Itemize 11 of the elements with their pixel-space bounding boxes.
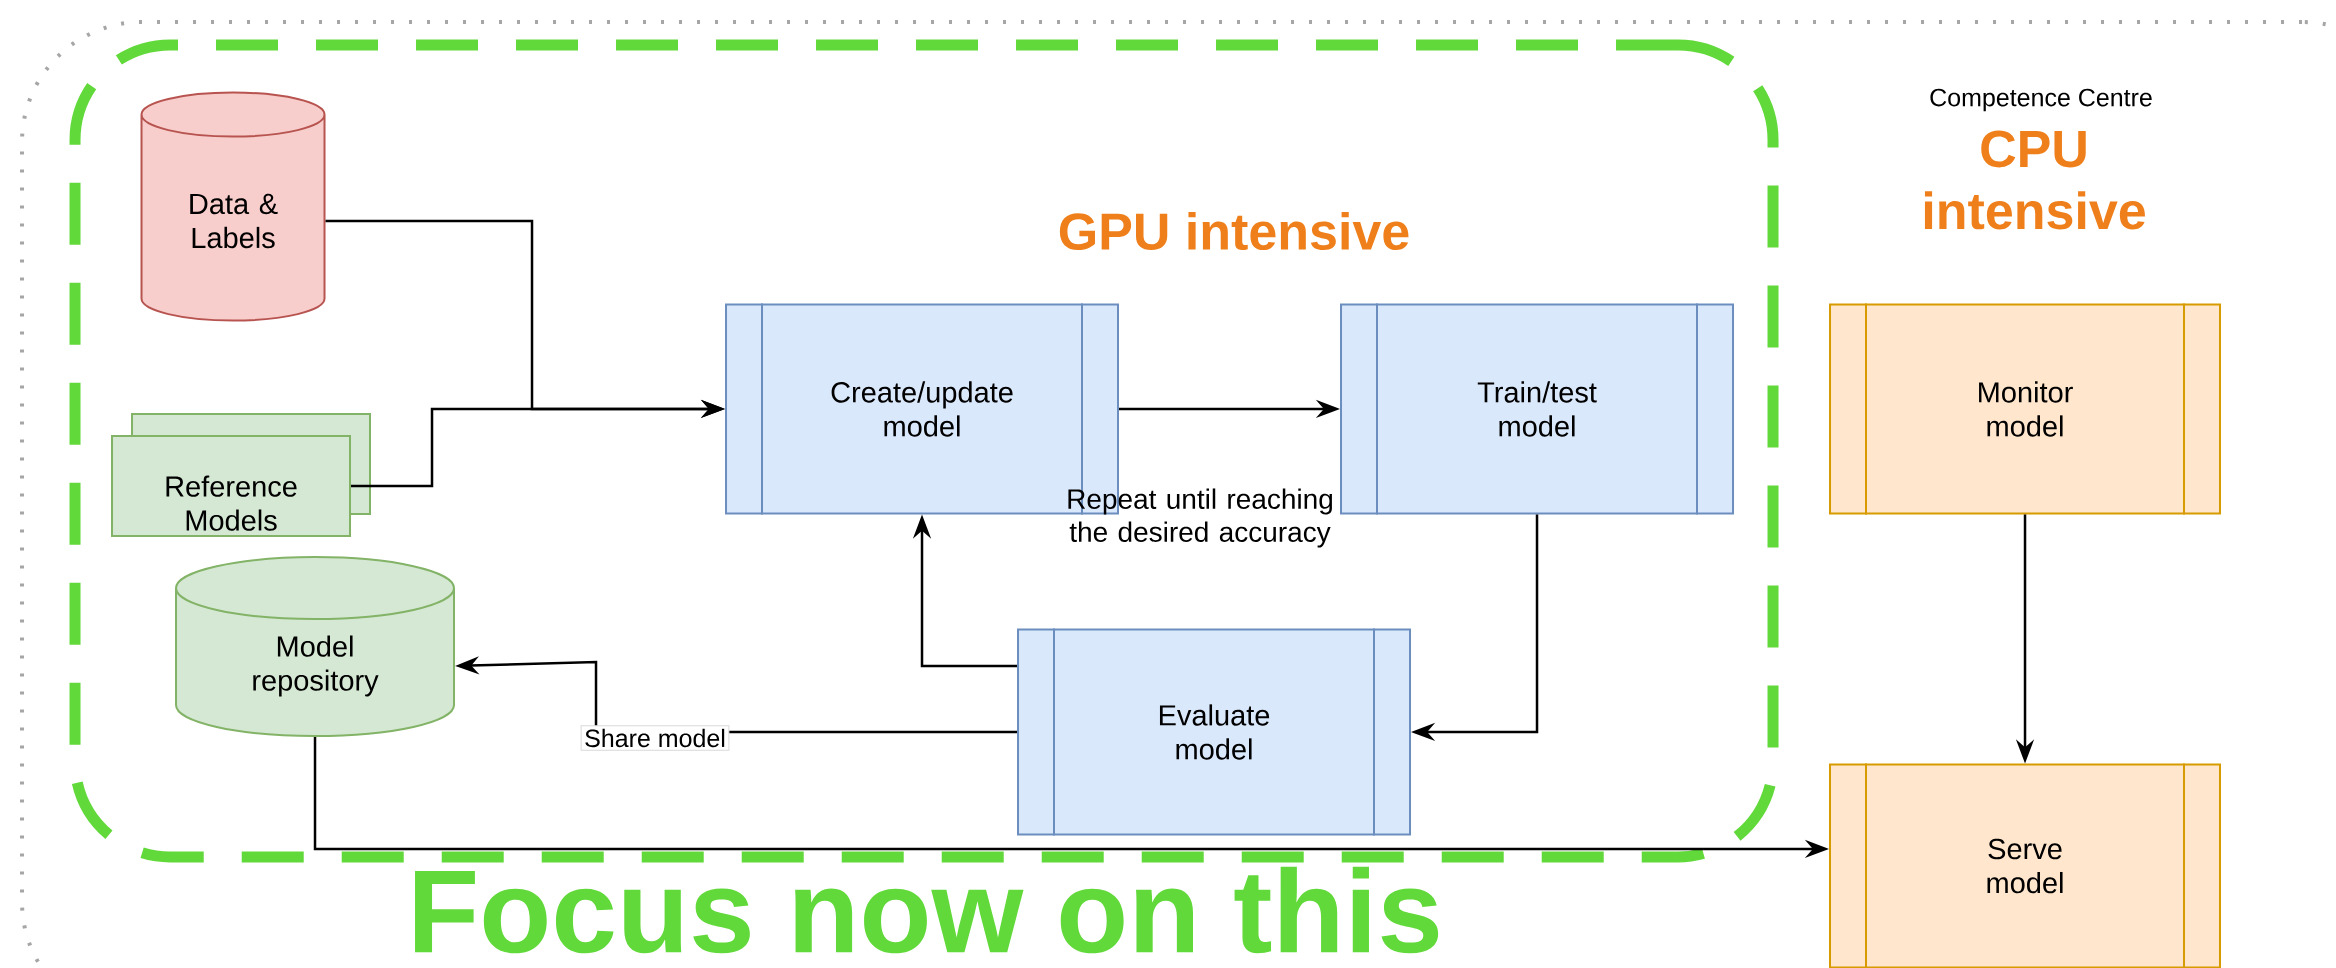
edge-label: Share model xyxy=(580,725,730,751)
process-box: Serve model xyxy=(1829,762,2221,968)
note-text: Repeat until reaching the desired accuracy xyxy=(1068,488,1332,548)
database-cylinder: Model repository xyxy=(175,556,455,738)
process-box: Evaluate model xyxy=(1017,627,1411,837)
process-box: Monitor model xyxy=(1829,302,2221,516)
heading-text: CPU intensive xyxy=(1924,130,2145,230)
process-box: Train/test model xyxy=(1340,302,1734,516)
database-cylinder: Data & Labels xyxy=(140,91,326,322)
document-stack: Reference Models xyxy=(111,413,371,537)
banner-text: Focus now on this xyxy=(415,866,1439,954)
